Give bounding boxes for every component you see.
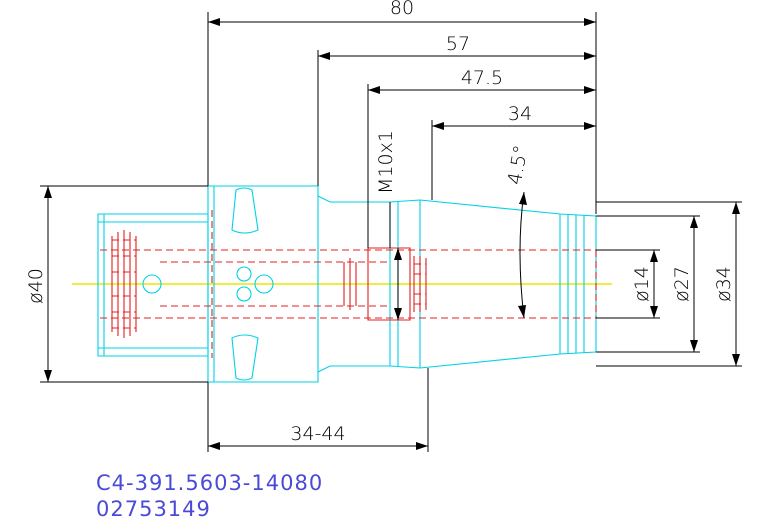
dim-clamp-range: 34-44: [208, 423, 428, 450]
dim-47-5-label: 47.5: [461, 67, 503, 89]
cross-hole: [142, 274, 162, 294]
dim-80-label: 80: [390, 0, 414, 19]
dim-57-label: 57: [446, 33, 470, 55]
slot-bottom: [231, 334, 259, 381]
dim-thread: M10x1: [375, 130, 402, 320]
dim-dia-34: ø34: [713, 202, 740, 366]
dim-34: 34: [432, 103, 596, 130]
thread-left: [343, 258, 357, 310]
collet-nose: [97, 213, 209, 357]
hidden-features: [100, 210, 600, 358]
dim-34-label: 34: [508, 103, 532, 125]
dim-dia-27: ø27: [671, 216, 698, 352]
thread-body: [367, 247, 411, 321]
collet-teeth: [111, 230, 137, 338]
flange: [207, 185, 319, 383]
dim-thread-label: M10x1: [375, 130, 397, 194]
item-code: 02753149: [96, 497, 211, 521]
dim-clamp-range-label: 34-44: [290, 423, 345, 445]
extension-lines: [40, 12, 742, 452]
dim-80: 80: [208, 0, 596, 26]
dim-47-5: 47.5: [368, 67, 596, 94]
dim-dia-27-label: ø27: [671, 266, 693, 302]
dim-dia-40: ø40: [25, 186, 52, 382]
thread-right: [413, 256, 427, 312]
dim-taper-angle: 4.5°: [504, 143, 533, 319]
dim-taper-angle-label: 4.5°: [504, 143, 533, 186]
shoulder: [317, 195, 391, 373]
dim-dia-40-label: ø40: [25, 268, 47, 304]
dim-dia-14-label: ø14: [631, 266, 653, 302]
slot-top: [231, 187, 259, 234]
dim-dia-34-label: ø34: [713, 266, 735, 302]
dim-dia-14: ø14: [631, 250, 658, 318]
dim-57: 57: [318, 33, 596, 60]
article-number: C4-391.5603-14080: [96, 471, 323, 495]
